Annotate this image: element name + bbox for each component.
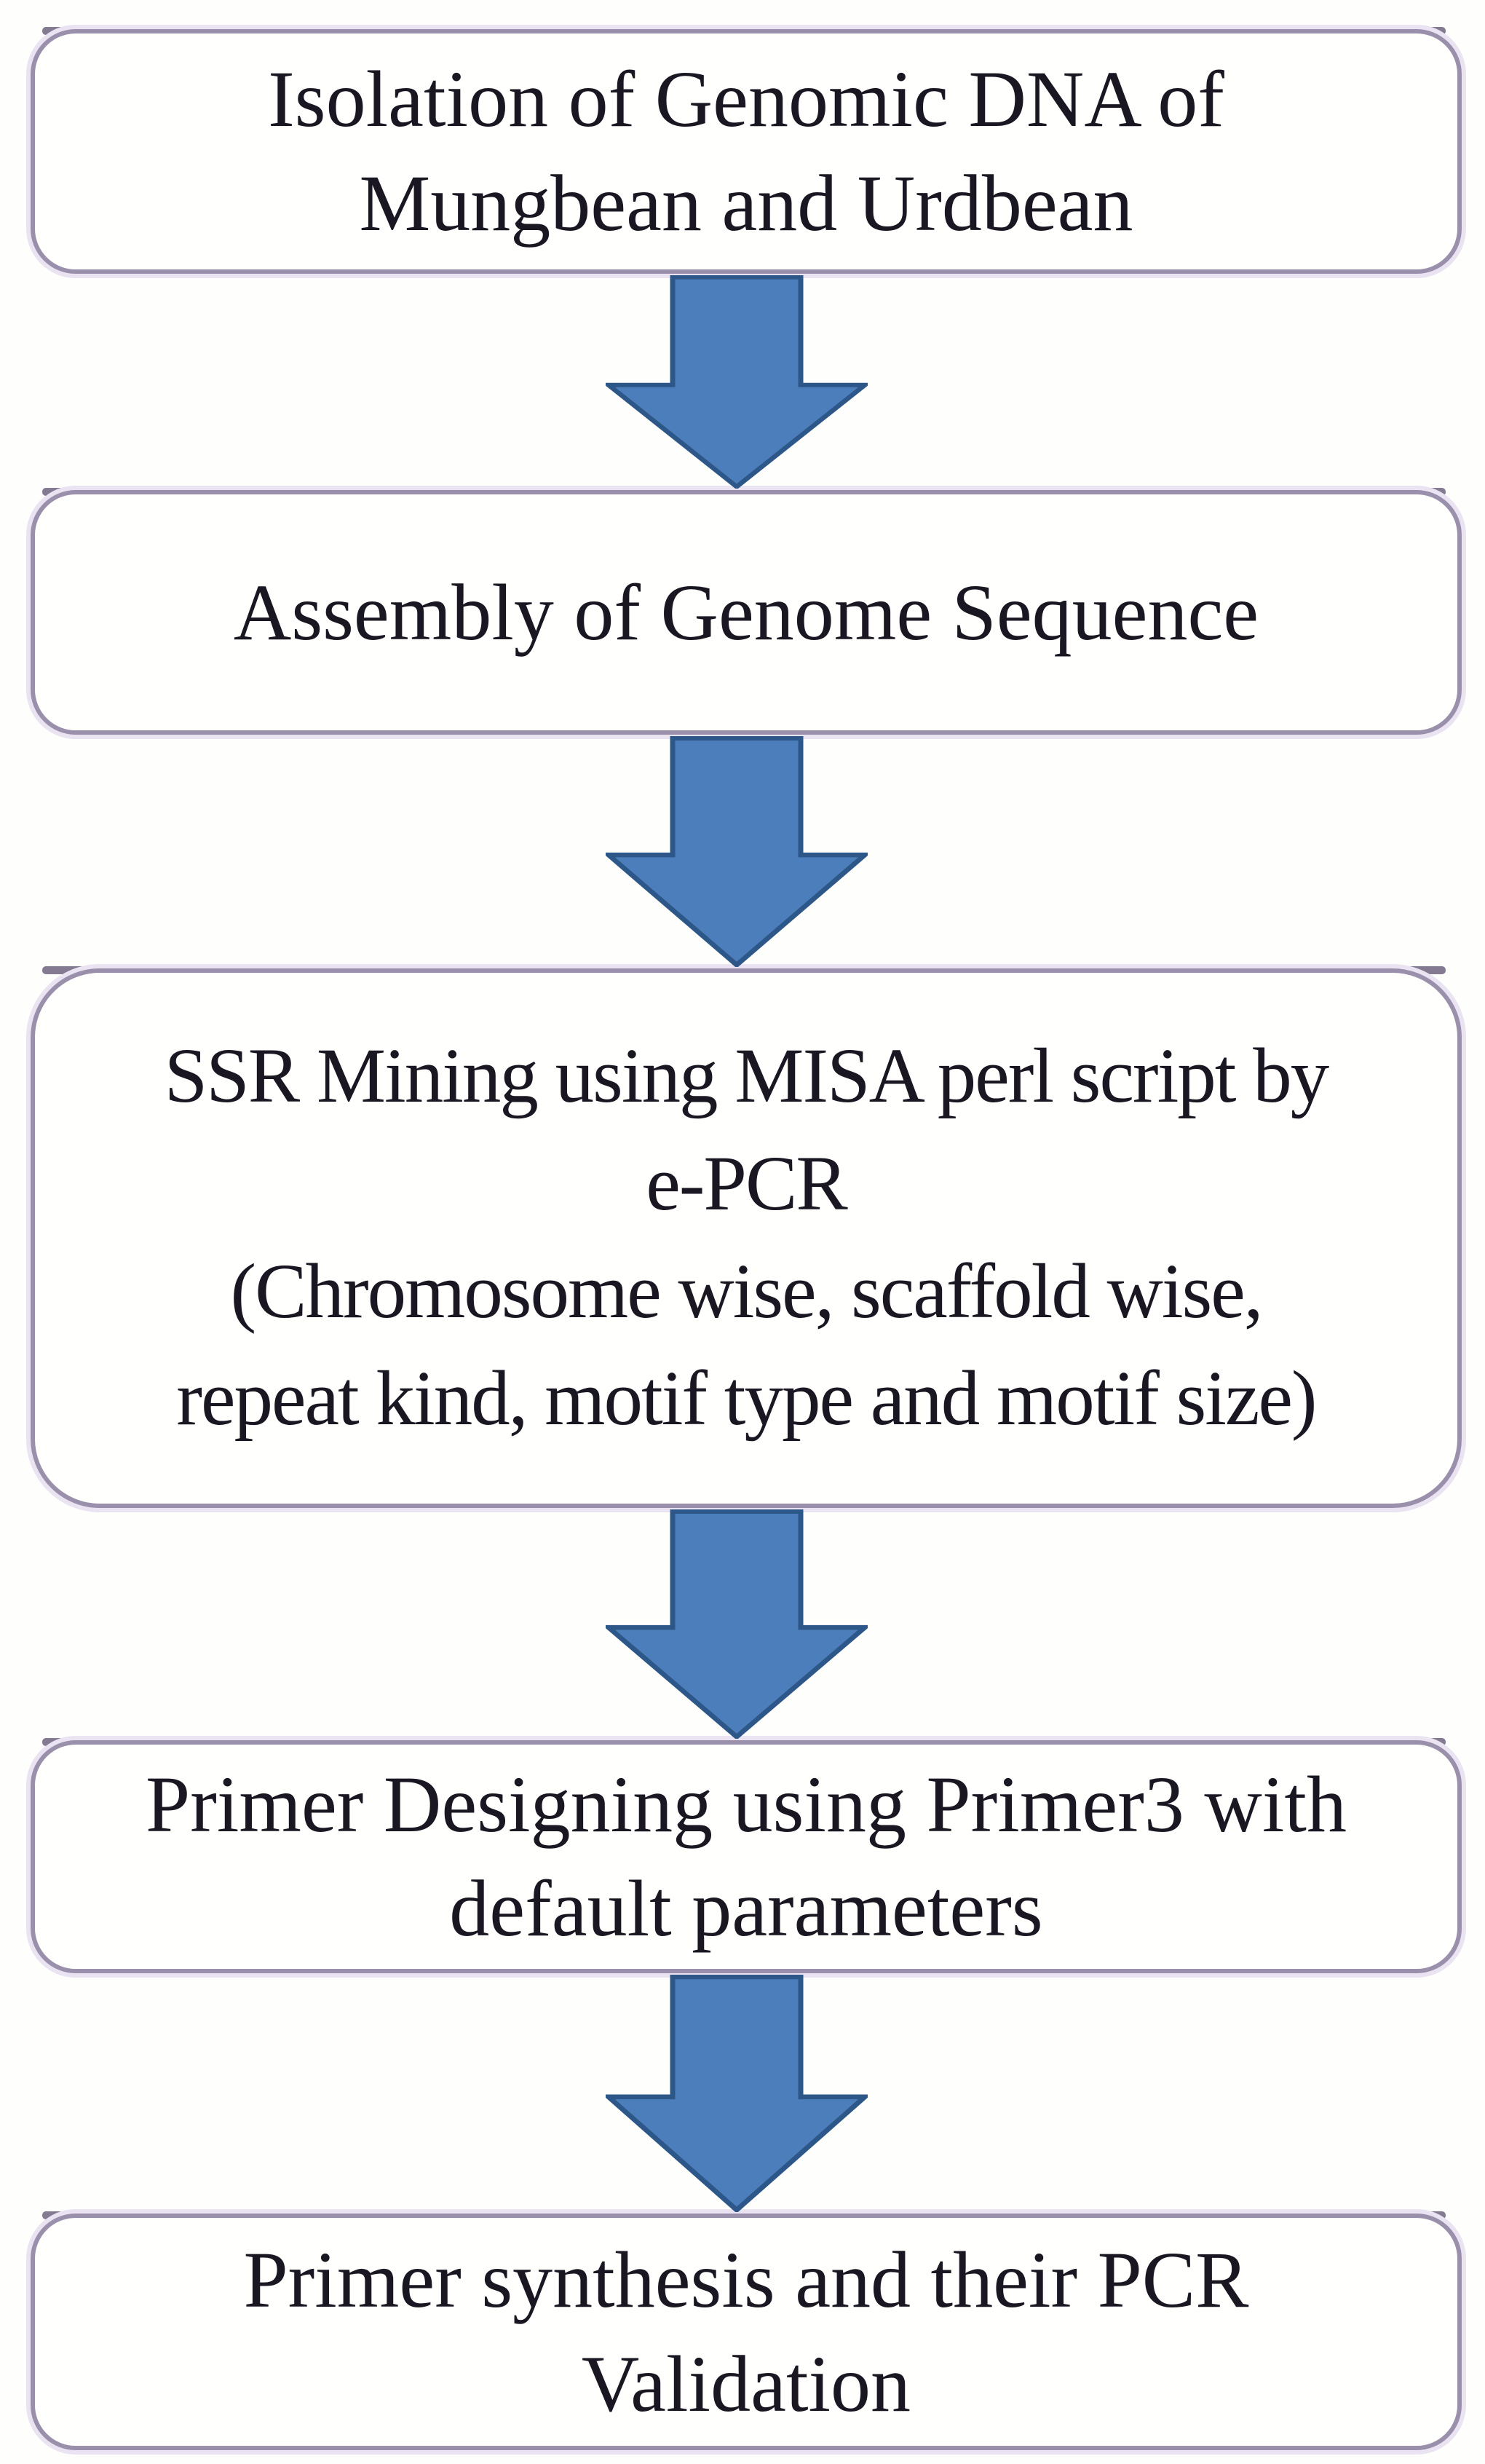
step-text-line: Assembly of Genome Sequence <box>233 567 1259 657</box>
down-arrow-icon <box>606 275 868 489</box>
step-text-line: SSR Mining using MISA perl script by <box>164 1033 1330 1120</box>
step-text-line: e-PCR <box>646 1140 847 1227</box>
step-text-line: default parameters <box>449 1864 1043 1953</box>
step-text-line: Primer Designing using Primer3 with <box>146 1760 1347 1849</box>
flow-step-assembly: Assembly of Genome Sequence <box>31 490 1462 735</box>
flow-step-primer-synthesis: Primer synthesis and their PCR Validatio… <box>31 2214 1462 2450</box>
down-arrow-icon <box>606 1975 868 2212</box>
step-text-line: Mungbean and Urdbean <box>359 159 1133 248</box>
flow-step-isolation: Isolation of Genomic DNA of Mungbean and… <box>31 29 1462 274</box>
down-arrow-icon <box>606 736 868 967</box>
step-text-line: repeat kind, motif type and motif size) <box>176 1356 1317 1442</box>
step-text-line: Primer synthesis and their PCR <box>243 2235 1249 2324</box>
step-text-line: Validation <box>581 2339 911 2428</box>
flow-step-ssr-mining: SSR Mining using MISA perl script by e-P… <box>31 968 1462 1508</box>
step-text-line: (Chromosome wise, scaffold wise, <box>230 1248 1264 1335</box>
down-arrow-icon <box>606 1509 868 1739</box>
step-text-line: Isolation of Genomic DNA of <box>268 55 1224 143</box>
flow-step-primer-design: Primer Designing using Primer3 with defa… <box>31 1740 1462 1973</box>
